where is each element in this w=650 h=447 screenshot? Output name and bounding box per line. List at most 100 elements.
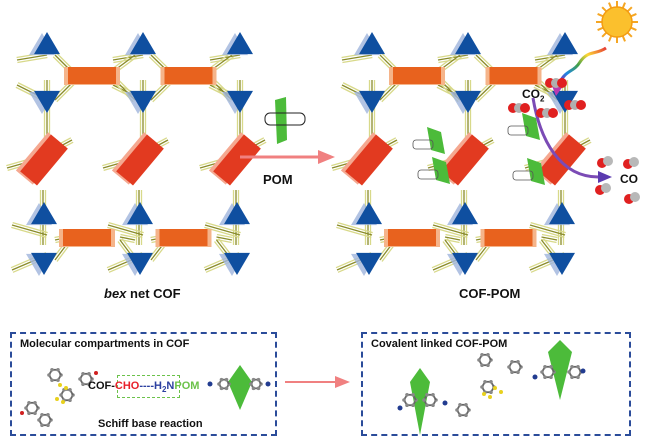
pom-cluster <box>522 113 540 140</box>
linker-bond <box>477 81 499 103</box>
carbon-atom <box>425 403 429 407</box>
carbon-atom <box>87 382 91 386</box>
linker-bond <box>17 56 48 64</box>
linker-rect <box>213 134 261 186</box>
carbon-atom <box>40 423 44 427</box>
node-triangle <box>549 252 575 275</box>
carbon-atom <box>405 403 409 407</box>
linker-bond <box>108 221 144 234</box>
node-triangle <box>130 90 156 113</box>
carbon-atom <box>567 370 571 374</box>
linker-bond <box>205 221 241 234</box>
carbon-atom <box>46 413 50 417</box>
oxygen-atom <box>20 411 24 415</box>
linker-bond <box>432 224 469 236</box>
carbon-atom <box>486 363 490 367</box>
carbon-atom <box>46 423 50 427</box>
carbon-atom <box>576 365 580 369</box>
carbon-atom <box>47 373 51 377</box>
node-triangle <box>127 202 153 225</box>
carbon-atom <box>422 398 426 402</box>
carbon-atom <box>411 393 415 397</box>
linker-rect <box>345 134 393 186</box>
carbon-atom <box>249 382 253 386</box>
linker-bond <box>433 221 469 234</box>
linker-rect <box>164 67 213 84</box>
node-triangle <box>452 252 478 275</box>
carbon-atom <box>489 390 493 394</box>
linker-bond <box>11 226 47 239</box>
linker-bond <box>119 236 136 241</box>
carbon-atom <box>516 370 520 374</box>
node-triangle <box>552 32 578 55</box>
linker-bond <box>56 81 78 103</box>
oxygen-atom <box>557 78 567 88</box>
linker-bond <box>438 52 459 69</box>
reaction-arrow <box>531 97 601 179</box>
carbon-atom <box>549 375 553 379</box>
carbon-atom <box>477 358 481 362</box>
linker-rect <box>489 67 538 84</box>
node-triangle <box>34 90 60 113</box>
carbon-atom <box>24 406 28 410</box>
carbon-atom <box>251 377 256 382</box>
linker-bond <box>540 238 557 244</box>
linker-bond <box>336 224 373 236</box>
pom-cluster <box>548 340 572 400</box>
node-triangle <box>224 252 250 275</box>
left-panel-label: bex net COF <box>104 286 181 301</box>
schiff-equation: COF-CHO----H2NPOM <box>88 380 200 395</box>
carbon-atom <box>464 403 468 407</box>
node-triangle <box>34 32 60 55</box>
sulfur-atom <box>55 397 59 401</box>
carbon-atom <box>458 403 462 407</box>
pom-ligand <box>512 170 534 181</box>
node-triangle <box>127 252 153 275</box>
node-triangle <box>359 90 385 113</box>
linker-bond <box>216 233 233 239</box>
carbon-atom <box>480 385 484 389</box>
pom-ligand <box>412 139 434 150</box>
linker-bond <box>530 221 566 234</box>
linker-bond <box>216 236 233 241</box>
carbon-atom <box>56 368 60 372</box>
co2-label: CO2 <box>522 87 545 104</box>
node-triangle <box>552 90 578 113</box>
sulfur-atom <box>58 383 62 387</box>
carbon-atom <box>81 382 85 386</box>
carbon-atom <box>603 156 613 166</box>
nitrogen-atom <box>442 400 448 406</box>
carbon-atom <box>549 365 553 369</box>
sulfur-atom <box>488 395 492 399</box>
sulfur-atom <box>64 386 68 390</box>
carbon-atom <box>217 382 221 386</box>
carbon-atom <box>68 398 72 402</box>
schiff-caption: Schiff base reaction <box>98 418 203 430</box>
carbon-atom <box>219 377 224 382</box>
carbon-atom <box>78 377 82 381</box>
carbon-atom <box>431 403 435 407</box>
carbon-atom <box>543 365 547 369</box>
covalent-box <box>361 332 631 436</box>
linker-rect <box>441 134 489 186</box>
pom-arrow-label: POM <box>263 172 293 187</box>
linker-bond <box>209 52 231 69</box>
carbon-atom <box>27 411 31 415</box>
carbon-atom <box>224 377 229 382</box>
carbon-atom <box>570 375 574 379</box>
oxygen-atom <box>94 371 98 375</box>
linker-bond <box>529 224 566 236</box>
pom-cluster <box>427 127 445 154</box>
linker-rect <box>484 229 533 246</box>
carbon-atom <box>33 401 37 405</box>
compartments-title: Molecular compartments in COF <box>20 338 190 350</box>
carbon-atom <box>576 375 580 379</box>
carbon-atom <box>630 192 640 202</box>
carbon-atom <box>68 388 72 392</box>
linker-bond <box>152 81 174 103</box>
sulfur-atom <box>493 386 497 390</box>
covalent-title: Covalent linked COF-POM <box>371 338 508 350</box>
carbon-atom <box>464 413 468 417</box>
pom-arrow-head <box>318 150 335 164</box>
